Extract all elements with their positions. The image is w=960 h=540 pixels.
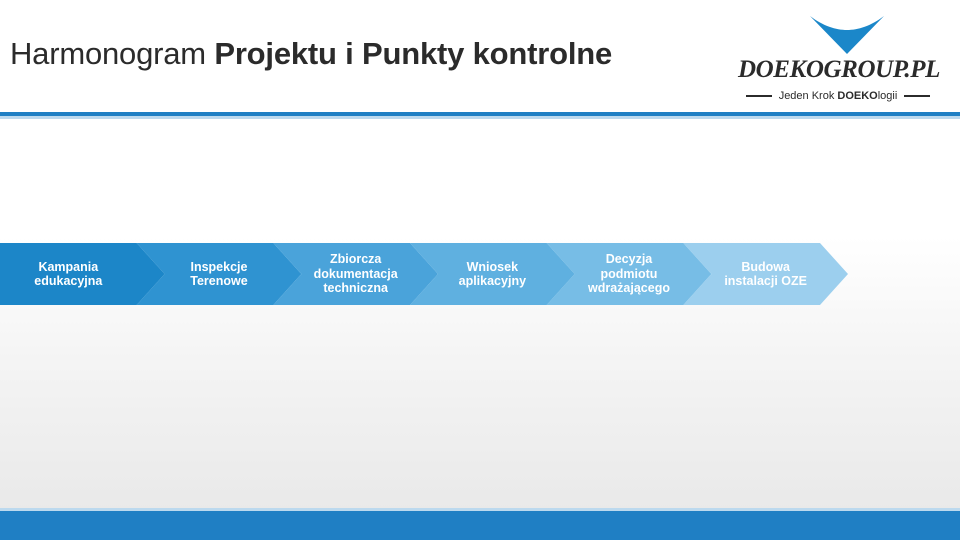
logo-tagline-prefix: Jeden Krok xyxy=(778,90,838,102)
logo-dash-right-icon xyxy=(904,95,931,97)
process-step-label: Decyzja podmiotu wdrażającego xyxy=(587,252,670,296)
logo-wordmark: DOEKOGROUP.PL xyxy=(738,56,940,83)
checkmark-icon xyxy=(808,14,886,54)
page-title-bold: Projektu i Punkty kontrolne xyxy=(214,36,613,71)
page-title-light: Harmonogram xyxy=(10,36,215,71)
process-step-label: Budowa instalacji OZE xyxy=(724,259,807,289)
process-chevron-group: Kampania edukacyjna Inspekcje Terenowe Zbi… xyxy=(0,243,960,305)
logo: DOEKOGROUP.PL Jeden Krok DOEKOlogii xyxy=(738,14,940,106)
slide-body-background xyxy=(0,119,960,511)
process-step-1[interactable]: Kampania edukacyjna xyxy=(0,243,165,305)
footer-bar xyxy=(0,511,960,540)
footer-divider-soft xyxy=(0,508,960,511)
page-title: Harmonogram Projektu i Punkty kontrolne xyxy=(10,36,612,72)
process-step-label: Zbiorcza dokumentacja techniczna xyxy=(313,252,398,296)
process-step-label: Wniosek aplikacyjny xyxy=(458,259,527,289)
header-divider xyxy=(0,112,960,116)
process-step-label: Inspekcje Terenowe xyxy=(190,259,248,289)
slide-header: Harmonogram Projektu i Punkty kontrolne … xyxy=(0,0,960,119)
logo-tagline-brand: DOEKO xyxy=(837,90,878,102)
process-step-3[interactable]: Zbiorcza dokumentacja techniczna xyxy=(273,243,438,305)
header-divider-soft xyxy=(0,116,960,119)
logo-tagline-row: Jeden Krok DOEKOlogii xyxy=(738,90,938,102)
logo-dash-left-icon xyxy=(745,95,772,97)
logo-tagline: Jeden Krok DOEKOlogii xyxy=(779,90,898,102)
logo-tagline-suffix: logii xyxy=(877,90,898,102)
process-step-label: Kampania edukacyjna xyxy=(34,259,103,289)
